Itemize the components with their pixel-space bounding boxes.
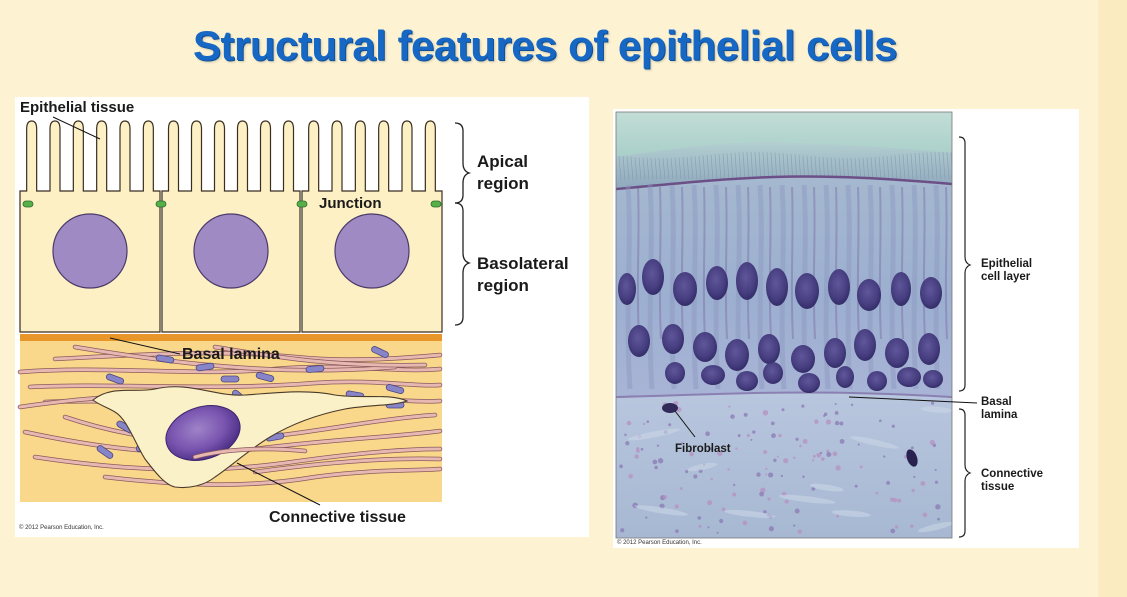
epithelial-nuclei: [618, 259, 943, 393]
label-junction: Junction: [319, 195, 382, 212]
fibroblast-nucleus: [165, 405, 241, 461]
micrograph-copyright: © 2012 Pearson Education, Inc.: [617, 540, 702, 546]
basolateral-bracket: [454, 202, 472, 326]
fibroblast-cell: [92, 386, 409, 489]
micrograph-image: [616, 112, 952, 538]
label-apical-region: region: [477, 174, 529, 193]
label-connective-2: tissue: [981, 481, 1014, 493]
basal-lamina-layer: [20, 334, 442, 341]
cell-junction: [430, 200, 442, 208]
cell-junction: [296, 200, 308, 208]
label-basal-lamina: Basal lamina: [182, 346, 280, 363]
slide-title: Structural features of epithelial cells: [192, 22, 898, 69]
label-apical: Apical: [477, 152, 528, 171]
leader-lines: [52, 116, 321, 506]
epithelium-diagram: Epithelial tissue Apical region Junction…: [17, 99, 569, 526]
fibroblast-nucleus-micrograph: [662, 403, 678, 413]
label-epithelial-tissue: Epithelial tissue: [20, 99, 134, 116]
micrograph-panel: Epithelial cell layer Basal lamina Fibro…: [613, 109, 1079, 548]
diagram-copyright: © 2012 Pearson Education, Inc.: [19, 525, 104, 531]
label-basal-1: Basal: [981, 396, 1012, 408]
apical-bracket: [454, 122, 472, 204]
epithelium-diagram-panel: Epithelial tissue Apical region Junction…: [15, 97, 589, 537]
slide-edge-strip: [1098, 0, 1127, 597]
epithelium-micrograph: Epithelial cell layer Basal lamina Fibro…: [615, 111, 1043, 539]
cell-nucleus: [334, 213, 410, 289]
label-fibroblast: Fibroblast: [675, 443, 731, 455]
label-connective-1: Connective: [981, 468, 1043, 480]
cell-junction: [22, 200, 34, 208]
label-basal-2: lamina: [981, 409, 1018, 421]
label-connective-tissue: Connective tissue: [269, 509, 406, 526]
micrograph-brackets: [958, 136, 972, 538]
micrograph-leader-lines: [674, 396, 978, 438]
cell-nucleus: [52, 213, 128, 289]
cell-nucleus: [193, 213, 269, 289]
epithelial-cells: [19, 120, 443, 333]
label-basolateral: Basolateral: [477, 254, 569, 273]
label-epithelial-cell-layer-1: Epithelial: [981, 258, 1032, 270]
cell-junction: [155, 200, 167, 208]
label-basolateral-region: region: [477, 276, 529, 295]
label-epithelial-cell-layer-2: cell layer: [981, 271, 1031, 283]
collagen-fibers-front: [192, 446, 443, 475]
region-brackets: [454, 122, 472, 326]
